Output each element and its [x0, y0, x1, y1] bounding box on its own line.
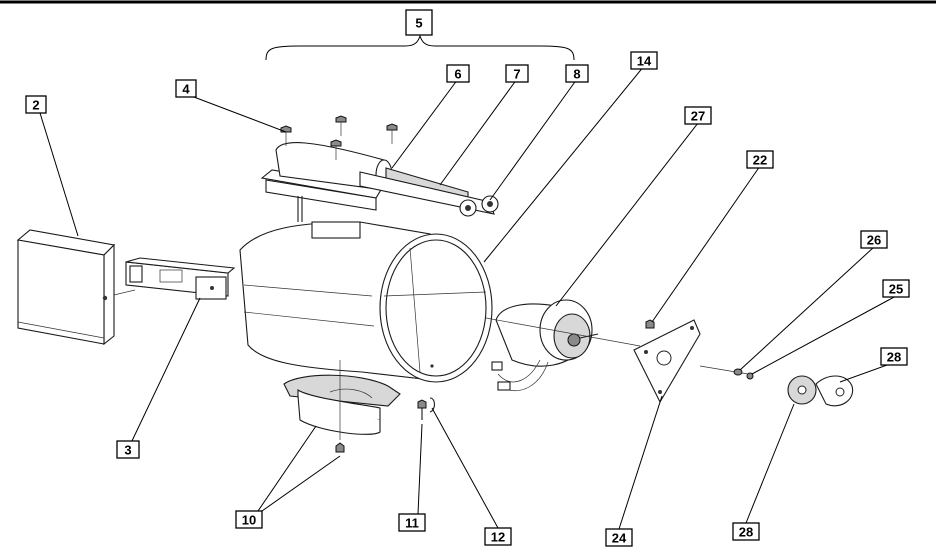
part-fan-wheel — [787, 375, 854, 407]
callout-4: 4 — [175, 79, 197, 98]
callout-28-top: 28 — [880, 347, 908, 366]
callout-8-label: 8 — [573, 67, 580, 82]
callout-10-label: 10 — [242, 513, 256, 528]
callout-24: 24 — [605, 528, 633, 547]
part-bracket — [113, 257, 236, 300]
callout-7-label: 7 — [513, 67, 520, 82]
callout-2: 2 — [25, 95, 47, 114]
part-small-screw-clip — [417, 397, 436, 420]
callout-28-bottom-label: 28 — [739, 525, 753, 540]
callout-5-label: 5 — [415, 16, 422, 31]
part-motor — [491, 299, 599, 392]
callout-25: 25 — [882, 279, 910, 298]
callout-28-top-label: 28 — [887, 350, 901, 365]
callout-8: 8 — [565, 64, 589, 83]
callout-27-label: 27 — [691, 109, 705, 124]
part-washers — [699, 365, 754, 380]
callout-6-label: 6 — [454, 67, 461, 82]
callout-22: 22 — [746, 150, 774, 169]
part-cover-box — [16, 229, 116, 346]
part-top-screws — [280, 115, 398, 160]
callout-14: 14 — [630, 51, 658, 70]
assembly-axis — [485, 317, 641, 347]
callout-11-label: 11 — [405, 516, 419, 531]
callout-26: 26 — [860, 230, 888, 249]
part-mount-plate — [633, 319, 701, 404]
callout-12: 12 — [484, 527, 512, 546]
callout-25-label: 25 — [889, 282, 903, 297]
callout-3-label: 3 — [124, 443, 131, 458]
callout-12-label: 12 — [491, 530, 505, 545]
callout-26-label: 26 — [867, 233, 881, 248]
part-air-inlet — [283, 360, 401, 453]
callout-14-label: 14 — [637, 54, 652, 69]
part-main-housing — [239, 221, 493, 383]
callout-27: 27 — [684, 106, 712, 125]
callout-28-bottom: 28 — [732, 522, 760, 541]
callout-3: 3 — [116, 440, 140, 459]
callout-7: 7 — [505, 64, 529, 83]
callout-6: 6 — [446, 64, 470, 83]
callout-2-label: 2 — [32, 98, 39, 113]
callout-5: 5 — [405, 9, 433, 36]
callout-4-label: 4 — [182, 82, 190, 97]
leader-lines — [39, 34, 897, 530]
callout-11: 11 — [398, 513, 426, 532]
callout-22-label: 22 — [753, 153, 767, 168]
callout-24-label: 24 — [612, 531, 627, 546]
part-electrode-assembly — [260, 142, 499, 222]
callout-10: 10 — [235, 510, 263, 529]
